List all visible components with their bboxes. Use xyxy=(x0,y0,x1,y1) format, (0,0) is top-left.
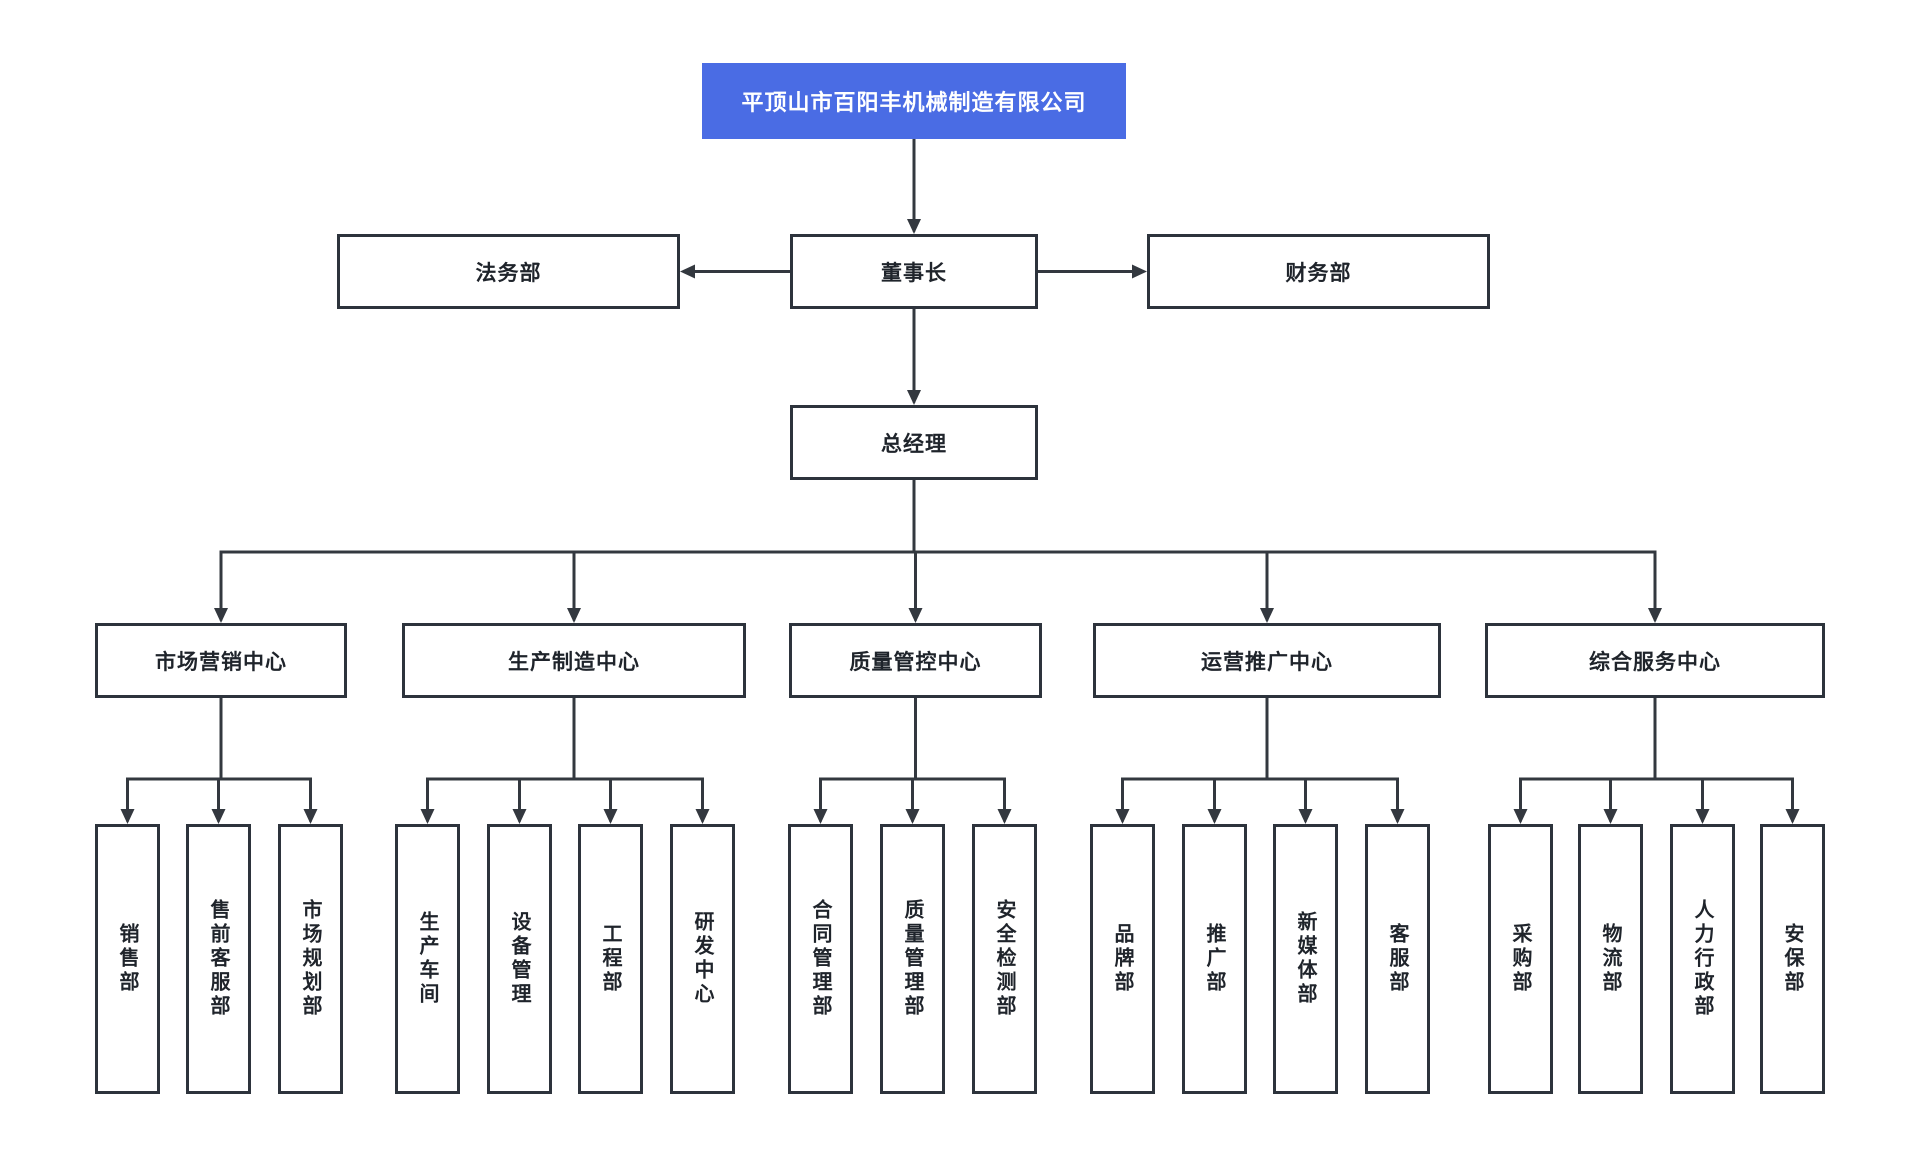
arrowhead xyxy=(695,809,710,824)
arrowhead xyxy=(303,809,318,824)
arrowhead xyxy=(1648,608,1662,623)
arrowhead xyxy=(512,809,527,824)
arrowhead xyxy=(603,809,618,824)
org-node-dept-4-3: 安保部 xyxy=(1760,824,1825,1094)
arrowhead xyxy=(420,809,435,824)
org-node-dept-0-0: 销售部 xyxy=(95,824,160,1094)
org-node-dept-3-3: 客服部 xyxy=(1365,824,1430,1094)
arrowhead xyxy=(567,608,581,623)
org-node-dept-1-0: 生产车间 xyxy=(395,824,460,1094)
arrowhead xyxy=(1260,608,1274,623)
org-node-center-2: 质量管控中心 xyxy=(789,623,1042,698)
arrowhead xyxy=(907,390,921,405)
org-node-finance: 财务部 xyxy=(1147,234,1490,309)
org-node-chairman: 董事长 xyxy=(790,234,1038,309)
arrowhead xyxy=(997,809,1012,824)
org-node-dept-2-0: 合同管理部 xyxy=(788,824,853,1094)
org-node-center-4: 综合服务中心 xyxy=(1485,623,1825,698)
org-node-dept-4-0: 采购部 xyxy=(1488,824,1553,1094)
arrowhead xyxy=(1298,809,1313,824)
org-node-general-manager: 总经理 xyxy=(790,405,1038,480)
org-node-dept-3-0: 品牌部 xyxy=(1090,824,1155,1094)
arrowhead xyxy=(120,809,135,824)
org-node-dept-2-2: 安全检测部 xyxy=(972,824,1037,1094)
org-node-dept-3-2: 新媒体部 xyxy=(1273,824,1338,1094)
org-node-dept-4-2: 人力行政部 xyxy=(1670,824,1735,1094)
arrowhead xyxy=(1115,809,1130,824)
org-node-dept-3-1: 推广部 xyxy=(1182,824,1247,1094)
org-node-dept-0-1: 售前客服部 xyxy=(186,824,251,1094)
org-node-dept-0-2: 市场规划部 xyxy=(278,824,343,1094)
arrowhead xyxy=(1132,264,1147,279)
arrowhead xyxy=(1390,809,1405,824)
org-node-center-1: 生产制造中心 xyxy=(402,623,746,698)
arrowhead xyxy=(907,219,921,234)
org-node-dept-1-1: 设备管理 xyxy=(487,824,552,1094)
arrowhead xyxy=(908,608,923,623)
arrowhead xyxy=(1603,809,1618,824)
org-node-dept-1-3: 研发中心 xyxy=(670,824,735,1094)
arrowhead xyxy=(1207,809,1222,824)
org-node-legal: 法务部 xyxy=(337,234,680,309)
arrowhead xyxy=(1695,809,1710,824)
arrowhead xyxy=(1785,809,1800,824)
org-node-dept-1-2: 工程部 xyxy=(578,824,643,1094)
org-node-center-3: 运营推广中心 xyxy=(1093,623,1441,698)
org-node-dept-2-1: 质量管理部 xyxy=(880,824,945,1094)
arrowhead xyxy=(211,809,226,824)
arrowhead xyxy=(680,264,695,279)
arrowhead xyxy=(813,809,828,824)
arrowhead xyxy=(214,608,228,623)
arrowhead xyxy=(1513,809,1528,824)
org-node-center-0: 市场营销中心 xyxy=(95,623,347,698)
arrowhead xyxy=(905,809,920,824)
org-node-company-root: 平顶山市百阳丰机械制造有限公司 xyxy=(702,63,1126,139)
org-node-dept-4-1: 物流部 xyxy=(1578,824,1643,1094)
